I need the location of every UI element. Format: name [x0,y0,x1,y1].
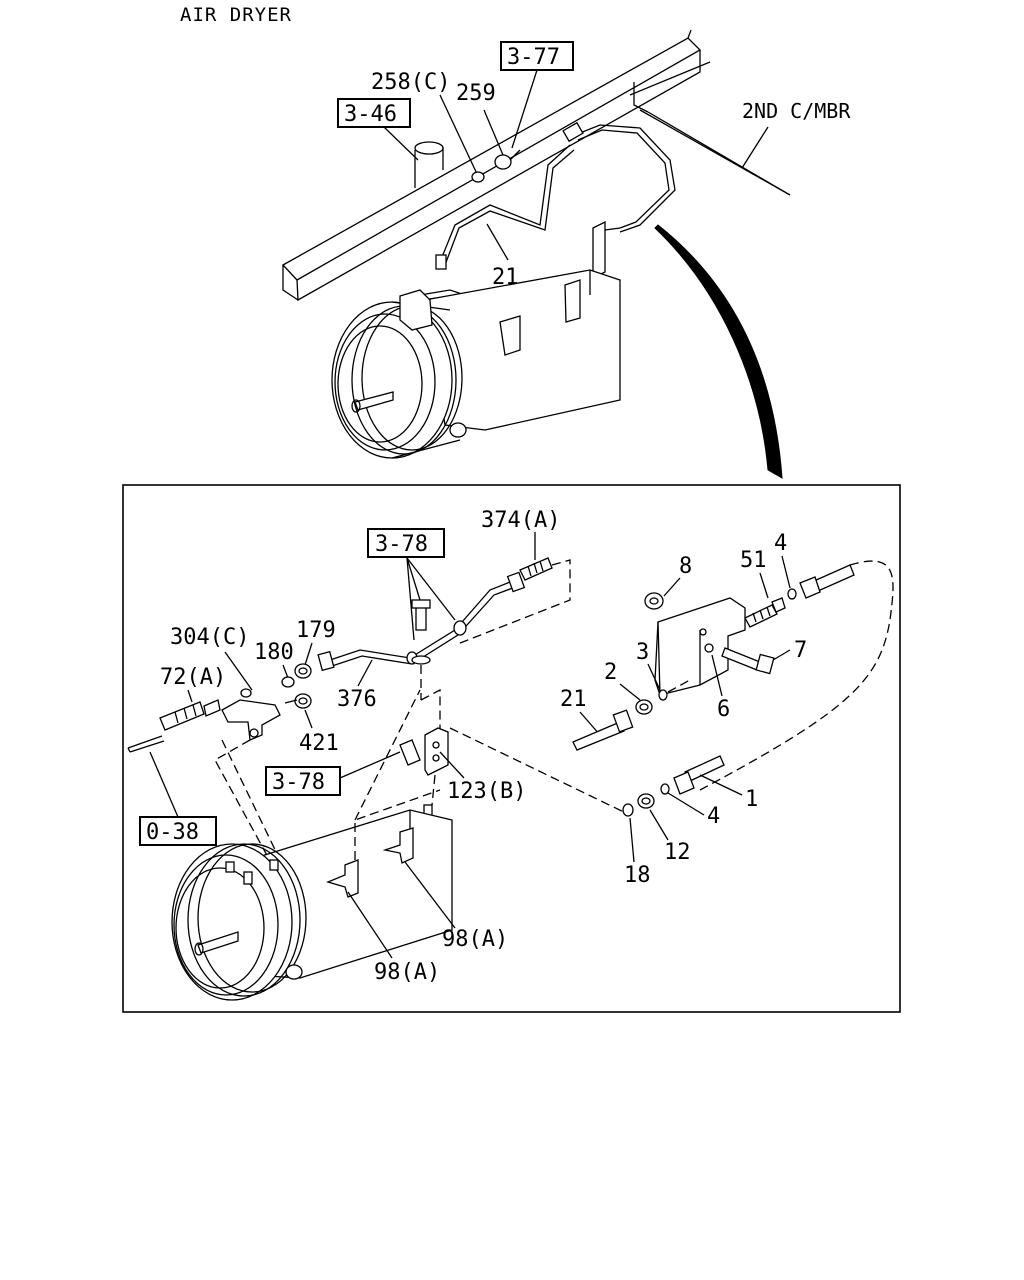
pipe-376 [317,571,526,672]
bolt-3-78 [411,599,431,665]
second-cross-member: 2ND C/MBR [633,82,851,196]
fitting-51 [744,597,786,628]
pipe-21 [572,709,634,751]
label-18: 18 [624,863,651,888]
nut-12 [637,793,655,809]
bracket-123b [399,727,449,826]
bolt-top-right [799,564,855,599]
bracket-98a-left [326,859,359,898]
label-21: 21 [560,687,587,712]
frame-bracket-post [414,141,444,188]
label-376: 376 [337,687,377,712]
washer-4-bottom [660,783,670,795]
fitting-258c [471,171,485,183]
label-374a: 374(A) [481,508,560,533]
label-123b: 123(B) [447,779,526,804]
bolt-1 [673,755,725,795]
label-3: 3 [636,640,649,665]
bracket-6 [654,597,746,696]
washer-3 [658,689,668,701]
svg-text:0-38: 0-38 [146,820,199,845]
bolt-7 [721,647,775,675]
ref-box-3-46[interactable]: 3-46 [337,98,411,128]
bracket-304c [221,688,281,741]
fitting-72a [159,699,221,731]
fitting-374a [454,557,571,646]
label-98a-right: 98(A) [442,927,508,952]
label-4-bottom: 4 [707,804,720,829]
washer-4-top [787,588,797,600]
nut-2 [635,699,653,715]
ref-box-0-38[interactable]: 0-38 [139,816,217,846]
hose-0-38 [127,735,165,753]
nut-179 [294,663,312,679]
label-51: 51 [740,548,767,573]
top-pipe-21 [435,121,676,270]
air-dryer-top [331,269,621,459]
label-6: 6 [717,697,730,722]
label-98a-left: 98(A) [374,960,440,985]
nut-180 [281,676,295,688]
svg-text:3-78: 3-78 [272,770,325,795]
air-dryer-detail [171,809,453,1001]
label-259: 259 [456,81,496,106]
detail-frame [122,484,901,1013]
bracket-98a-right [382,827,414,864]
label-12: 12 [664,840,691,865]
label-7: 7 [794,638,807,663]
label-179: 179 [296,618,336,643]
frame-rail [281,29,791,302]
svg-text:3-46: 3-46 [344,102,397,127]
ref-box-3-78-top[interactable]: 3-78 [367,528,445,558]
clip-259 [494,149,521,170]
ref-box-3-78-mid[interactable]: 3-78 [265,766,341,796]
cross-member-label: 2ND C/MBR [742,99,851,123]
label-304c: 304(C) [170,625,249,650]
ref-box-3-77[interactable]: 3-77 [500,41,574,71]
label-258c: 258(C) [371,70,450,95]
nut-8 [644,592,664,610]
label-72a: 72(A) [160,665,226,690]
washer-18 [622,803,634,817]
label-1: 1 [745,787,758,812]
detail-callout-arrow [654,224,783,479]
top-bracket [592,220,621,280]
label-180: 180 [254,640,294,665]
diagram-title: AIR DRYER [180,4,292,26]
label-421: 421 [299,731,339,756]
svg-text:3-77: 3-77 [507,45,560,70]
label-8: 8 [679,554,692,579]
nut-421 [294,693,312,709]
label-2: 2 [604,660,617,685]
svg-text:3-78: 3-78 [375,532,428,557]
label-4-top: 4 [774,531,787,556]
